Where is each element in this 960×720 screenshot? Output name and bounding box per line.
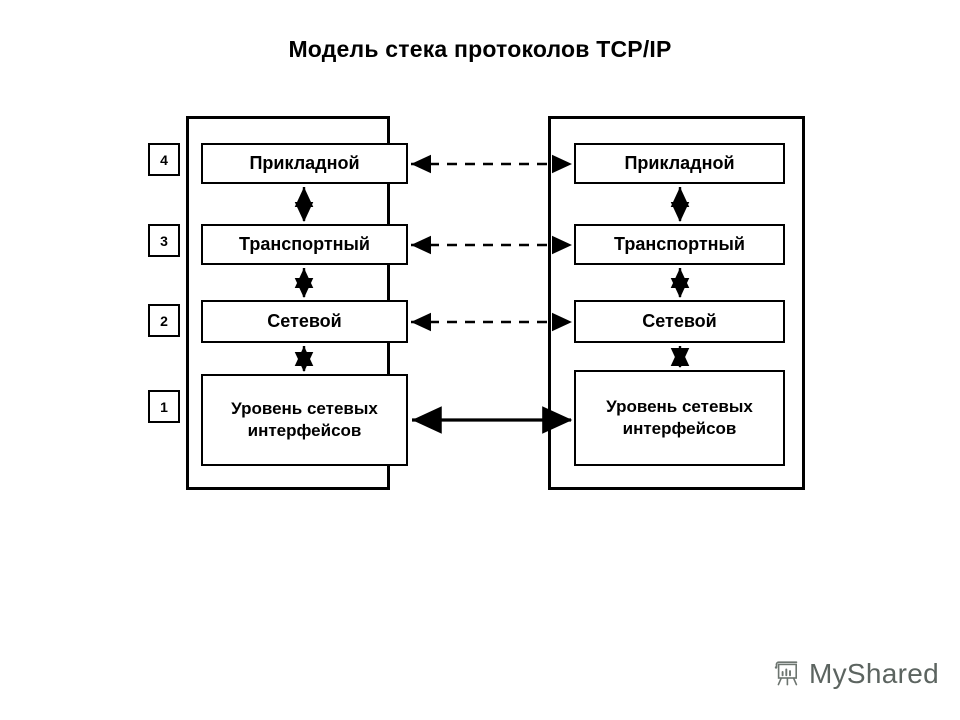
level-badge-1: 1 <box>148 390 180 423</box>
left-layer-transport: Транспортный <box>201 224 408 265</box>
layer-label: Транспортный <box>614 233 745 254</box>
right-layer-network-interfaces: Уровень сетевых интерфейсов <box>574 370 785 466</box>
flipchart-chart-icon <box>774 661 798 686</box>
level-badge-label: 1 <box>160 398 168 415</box>
layer-label: Прикладной <box>249 152 360 173</box>
peer-links <box>410 154 573 434</box>
left-layer-network-interfaces: Уровень сетевых интерфейсов <box>201 374 408 466</box>
level-badge-3: 3 <box>148 224 180 257</box>
level-badge-label: 2 <box>160 312 168 329</box>
left-layer-network: Сетевой <box>201 300 408 343</box>
right-layer-application: Прикладной <box>574 143 785 184</box>
level-badge-label: 3 <box>160 232 168 249</box>
page-title: Модель стека протоколов TCP/IP <box>288 36 672 62</box>
layer-label: Прикладной <box>624 152 735 173</box>
watermark-label: MyShared <box>809 658 940 689</box>
level-badge-label: 4 <box>160 151 168 168</box>
layer-label: Уровень сетевых интерфейсов <box>606 397 753 438</box>
layer-label: Сетевой <box>642 310 717 331</box>
level-badge-2: 2 <box>148 304 180 337</box>
right-layer-transport: Транспортный <box>574 224 785 265</box>
myshared-watermark: MyShared <box>772 652 942 696</box>
level-badge-4: 4 <box>148 143 180 176</box>
layer-label: Уровень сетевых интерфейсов <box>231 399 378 440</box>
left-layer-application: Прикладной <box>201 143 408 184</box>
layer-label: Сетевой <box>267 310 342 331</box>
layer-label: Транспортный <box>239 233 370 254</box>
right-host-container <box>548 116 805 490</box>
right-layer-network: Сетевой <box>574 300 785 343</box>
